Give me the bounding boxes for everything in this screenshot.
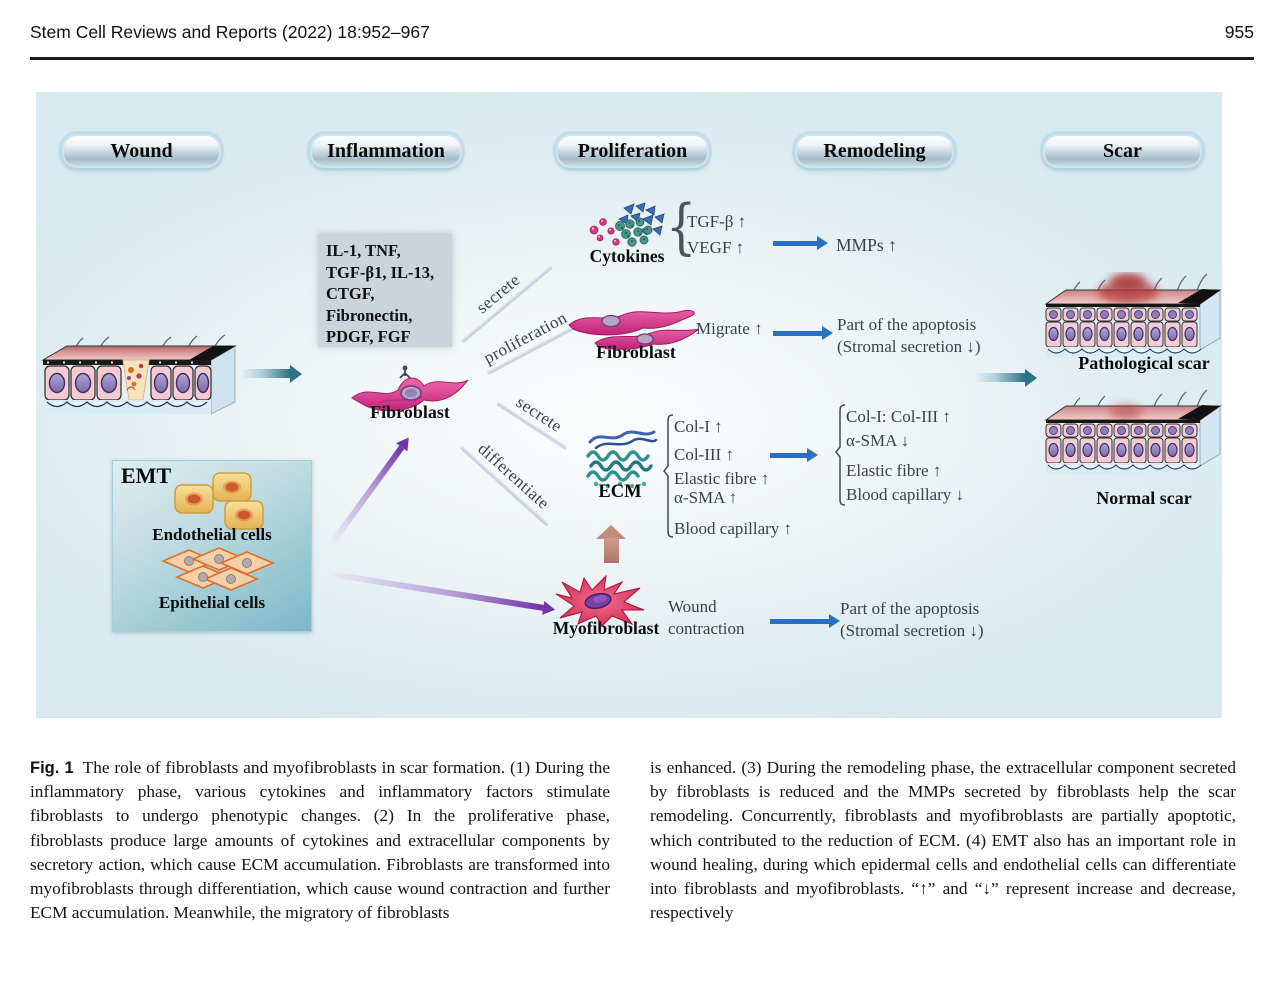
remodeling-change: Elastic fibre ↑ [846, 461, 942, 480]
endothelial-cells-illustration [174, 472, 264, 530]
fibroblast-apoptosis-annotation: Part of the apoptosis (Stromal secretion… [837, 315, 981, 356]
figure-caption-right: is enhanced. (3) During the remodeling p… [650, 758, 1236, 923]
figure-1-diagram: Wound Inflammation Proliferation Remodel… [36, 92, 1222, 718]
page-number: 955 [1224, 22, 1254, 42]
header-rule [30, 57, 1254, 60]
phase-button-proliferation: Proliferation [556, 134, 709, 168]
tgf-beta-annotation: TGF-β ↑ [687, 212, 747, 231]
figure-caption-text-left: The role of fibroblasts and myofibroblas… [30, 758, 610, 923]
differentiate-label: differentiate [474, 438, 554, 513]
cytokines-to-mmps-arrow [773, 236, 828, 250]
fibroblasts-migrating-illustration [568, 310, 700, 350]
mmps-annotation: MMPs ↑ [836, 235, 897, 255]
fibroblast-label-inflammation: Fibroblast [370, 402, 450, 422]
fibroblast-to-apoptosis-arrow [773, 326, 833, 340]
ecm-components-bracket [663, 414, 674, 538]
remodeling-change: Col-I: Col-III ↑ [846, 407, 951, 426]
phase-button-wound: Wound [62, 134, 221, 168]
migrate-annotation: Migrate ↑ [696, 319, 763, 338]
endothelial-cells-label: Endothelial cells [152, 525, 272, 544]
wound-contraction-annotation: Wound contraction [668, 597, 745, 638]
remodeling-change: α-SMA ↓ [846, 431, 910, 450]
ecm-component: Blood capillary ↑ [674, 519, 793, 538]
ecm-to-remodeling-arrow [770, 448, 818, 462]
arrow-shaft [604, 538, 619, 563]
edge-differentiate-to-myofibroblast: differentiate [461, 427, 566, 526]
myofibroblast-label: Myofibroblast [552, 618, 660, 638]
pathological-scar-illustration [1044, 273, 1222, 358]
phase-button-scar: Scar [1043, 134, 1202, 168]
journal-reference: Stem Cell Reviews and Reports (2022) 18:… [30, 22, 430, 42]
ecm-component: α-SMA ↑ [674, 488, 738, 507]
normal-scar-illustration [1044, 389, 1222, 474]
ecm-label: ECM [598, 482, 642, 502]
figure-caption-tag: Fig. 1 [30, 759, 74, 777]
myofibroblast-to-ecm-arrow [596, 525, 626, 563]
emt-title: EMT [121, 463, 172, 488]
inflammatory-factors-box: IL-1, TNF, TGF-β1, IL-13, CTGF, Fibronec… [318, 233, 452, 347]
myofibroblast-illustration [555, 574, 645, 627]
ecm-component: Elastic fibre ↑ [674, 469, 770, 488]
epithelial-cells-illustration [160, 547, 276, 591]
ecm-component: Col-I ↑ [674, 417, 723, 436]
normal-scar-label: Normal scar [1096, 488, 1192, 508]
phase-button-remodeling: Remodeling [795, 134, 954, 168]
remodeling-change: Blood capillary ↓ [846, 485, 965, 504]
emt-to-myofibroblast-arrow [322, 570, 544, 611]
fibroblast-cell-illustration [351, 365, 469, 412]
phase-button-inflammation: Inflammation [310, 134, 462, 168]
cytokines-illustration [589, 202, 665, 247]
edge-secrete-to-ecm: secrete [497, 381, 581, 449]
arrow-head [596, 525, 626, 539]
emt-to-fibroblast-arrow [327, 445, 405, 548]
wounded-skin-illustration [41, 334, 237, 415]
ecm-illustration [586, 430, 658, 489]
epithelial-cells-label: Epithelial cells [158, 593, 266, 612]
cytokine-brace: { [665, 192, 697, 262]
to-scar-arrow [973, 368, 1037, 387]
myofibroblast-apoptosis-annotation: Part of the apoptosis (Stromal secretion… [840, 599, 984, 640]
myofibroblast-to-apoptosis-arrow [770, 614, 840, 628]
emt-box: EMT Endothelial cells [112, 460, 312, 632]
pathological-scar-label: Pathological scar [1078, 353, 1210, 373]
ecm-component: Col-III ↑ [674, 445, 734, 464]
cytokines-label: Cytokines [589, 246, 665, 266]
remodeling-changes-bracket [835, 404, 846, 506]
fibroblast-label-proliferation: Fibroblast [596, 342, 676, 362]
wound-to-fibroblast-arrow [240, 364, 302, 383]
vegf-annotation: VEGF ↑ [687, 238, 745, 257]
